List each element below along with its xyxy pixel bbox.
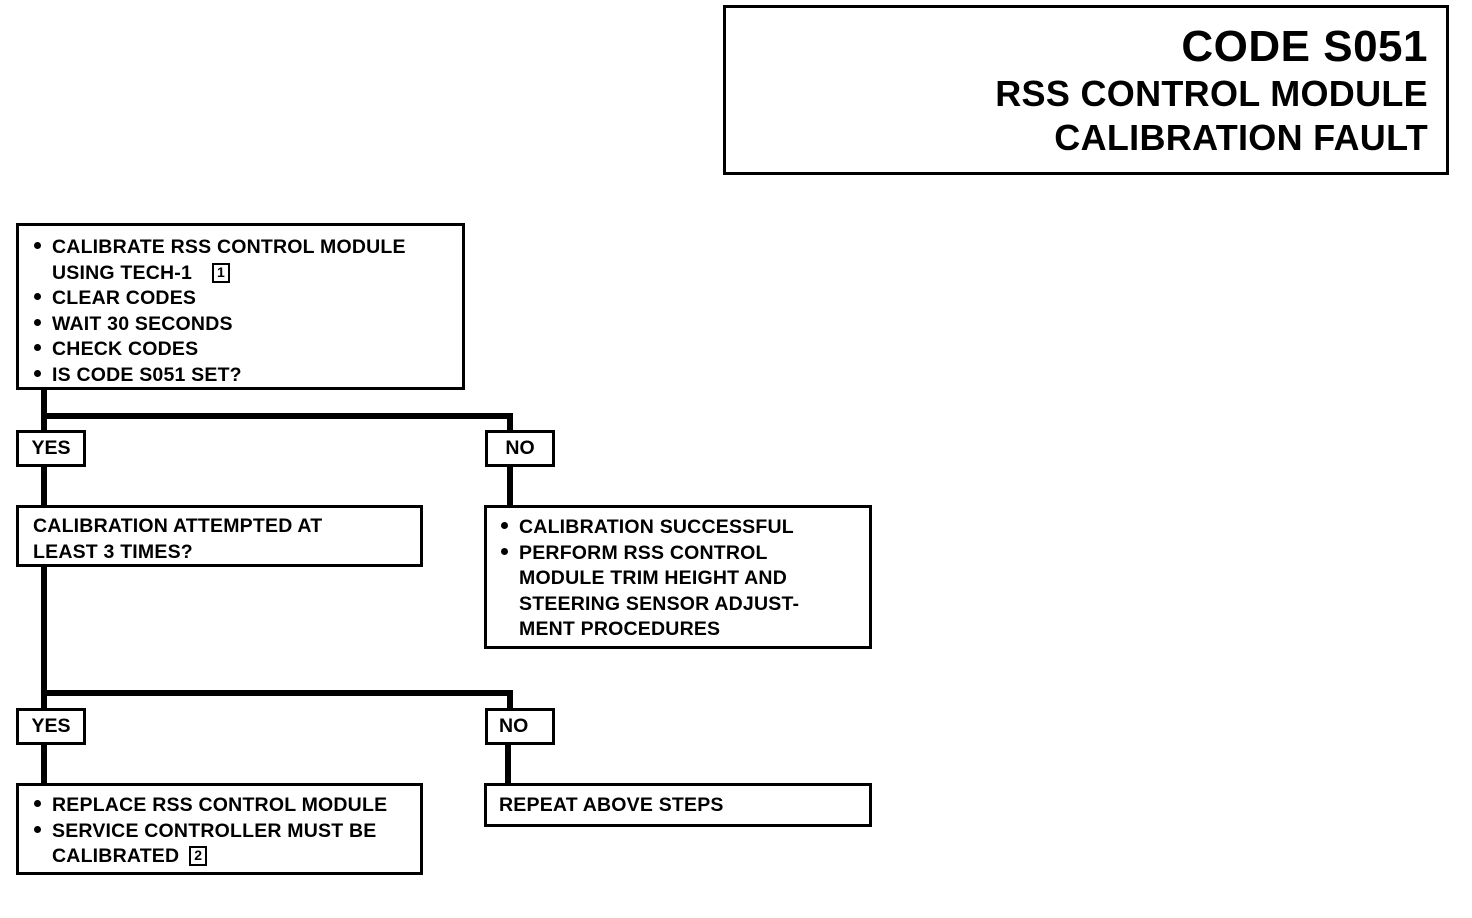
connector-branch2-horizontal (41, 690, 513, 696)
yes-label-1: YES (16, 430, 86, 467)
connector-branch1-horizontal (41, 413, 513, 419)
repeat-steps-box: REPEAT ABOVE STEPS (484, 783, 872, 827)
connector-branch2-no-drop (507, 690, 513, 708)
reference-2-badge: 2 (189, 846, 208, 866)
question-line-2: LEAST 3 TIMES? (33, 540, 193, 563)
step1-item-5: IS CODE S051 SET? (52, 363, 242, 386)
no1-list: CALIBRATION SUCCESSFUL PERFORM RSS CONTR… (499, 515, 859, 643)
code-title: CODE S051 (1181, 22, 1428, 71)
step1-item-1: CALIBRATE RSS CONTROL MODULE (52, 236, 406, 258)
connector-yes2-down (41, 745, 47, 785)
reference-1-badge: 1 (212, 262, 230, 283)
no1-item-2-cont-1: MODULE TRIM HEIGHT AND (519, 567, 787, 589)
step1-item-2: CLEAR CODES (52, 287, 197, 309)
list-item: CALIBRATION SUCCESSFUL (499, 515, 859, 541)
calibration-successful-box: CALIBRATION SUCCESSFUL PERFORM RSS CONTR… (484, 505, 872, 649)
list-item: CHECK CODES (32, 337, 452, 363)
no1-item-1: CALIBRATION SUCCESSFUL (519, 516, 794, 538)
list-item: CALIBRATE RSS CONTROL MODULE USING TECH-… (32, 235, 452, 286)
connector-step1-down (41, 389, 47, 433)
yes2-item-1: REPLACE RSS CONTROL MODULE (52, 794, 388, 816)
repeat-steps-text: REPEAT ABOVE STEPS (499, 794, 724, 816)
no1-item-2-cont-2: STEERING SENSOR ADJUST- (519, 592, 800, 615)
no1-item-2-cont-3: MENT PROCEDURES (519, 618, 721, 640)
connector-no1-down (507, 467, 513, 507)
step1-item-3: WAIT 30 SECONDS (52, 312, 233, 335)
title-line-1: RSS CONTROL MODULE (995, 73, 1428, 114)
list-item: SERVICE CONTROLLER MUST BE CALIBRATED 2 (32, 819, 410, 870)
no-label-1: NO (485, 430, 555, 467)
connector-yes1-down (41, 467, 47, 507)
yes2-item-2-cont: CALIBRATED (52, 845, 180, 867)
connector-branch1-no-drop (507, 413, 513, 433)
step1-list: CALIBRATE RSS CONTROL MODULE USING TECH-… (32, 235, 452, 388)
question-line-1: CALIBRATION ATTEMPTED AT (33, 515, 323, 537)
step1-box: CALIBRATE RSS CONTROL MODULE USING TECH-… (16, 223, 465, 390)
replace-module-box: REPLACE RSS CONTROL MODULE SERVICE CONTR… (16, 783, 423, 875)
connector-question-down (41, 566, 47, 708)
list-item: WAIT 30 SECONDS (32, 312, 452, 338)
step1-item-1-cont: USING TECH-1 (52, 261, 192, 284)
connector-no2-down (505, 745, 511, 785)
title-block: CODE S051 RSS CONTROL MODULE CALIBRATION… (723, 5, 1449, 175)
title-line-2: CALIBRATION FAULT (1054, 117, 1428, 158)
no-label-2: NO (485, 708, 555, 745)
yes-label-2: YES (16, 708, 86, 745)
attempts-question-box: CALIBRATION ATTEMPTED AT LEAST 3 TIMES? (16, 505, 423, 567)
yes2-item-2: SERVICE CONTROLLER MUST BE (52, 819, 377, 842)
list-item: CLEAR CODES (32, 286, 452, 312)
no1-item-2: PERFORM RSS CONTROL (519, 541, 768, 564)
yes2-list: REPLACE RSS CONTROL MODULE SERVICE CONTR… (32, 793, 410, 870)
list-item: IS CODE S051 SET? (32, 363, 452, 389)
step1-item-4: CHECK CODES (52, 338, 199, 360)
list-item: REPLACE RSS CONTROL MODULE (32, 793, 410, 819)
list-item: PERFORM RSS CONTROL MODULE TRIM HEIGHT A… (499, 541, 859, 643)
